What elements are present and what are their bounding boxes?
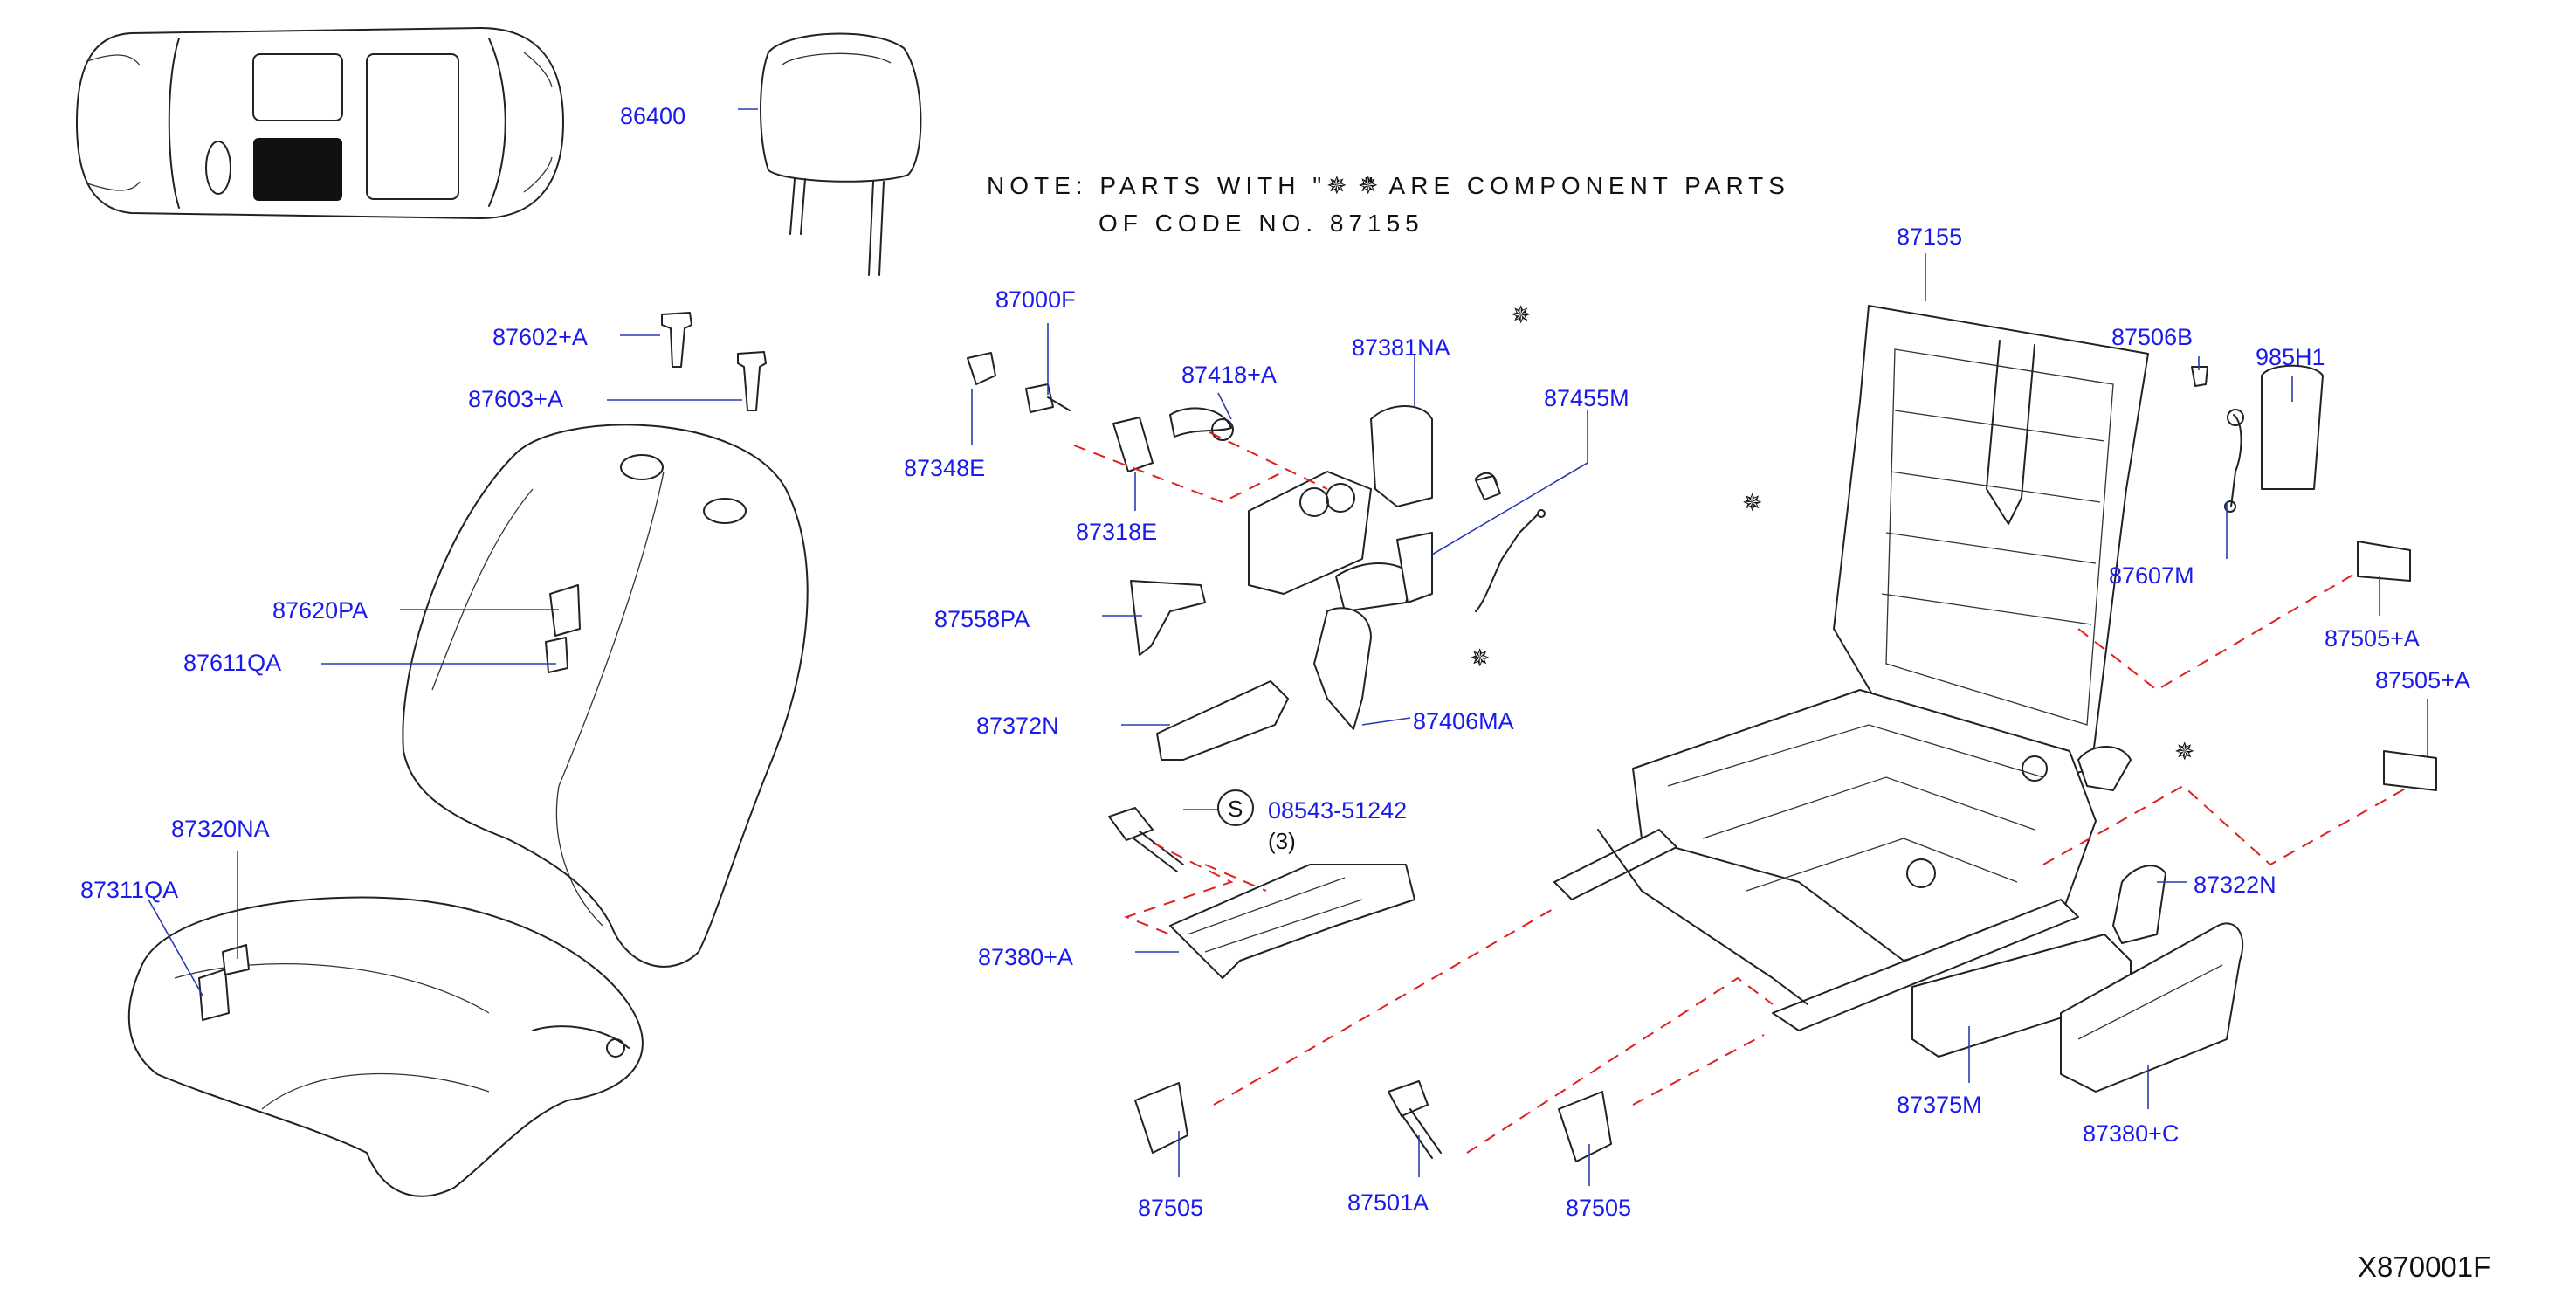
callout-86400[interactable]: 86400 bbox=[620, 103, 685, 129]
standard-part-symbol: S bbox=[1217, 789, 1254, 826]
callout-87505-left[interactable]: 87505 bbox=[1138, 1195, 1203, 1221]
callout-87311qa[interactable]: 87311QA bbox=[80, 877, 178, 903]
svg-text:✵: ✵ bbox=[1742, 489, 1762, 516]
callout-87505a-mid[interactable]: 87505+A bbox=[2375, 667, 2470, 693]
callout-87558pa[interactable]: 87558PA bbox=[934, 606, 1030, 632]
callout-87320na[interactable]: 87320NA bbox=[171, 816, 270, 842]
callout-87000f[interactable]: 87000F bbox=[995, 286, 1076, 313]
callout-87602a[interactable]: 87602+A bbox=[492, 324, 588, 350]
callout-87375m[interactable]: 87375M bbox=[1897, 1092, 1982, 1118]
callout-87418a[interactable]: 87418+A bbox=[1181, 362, 1277, 388]
callout-87505-mid[interactable]: 87505 bbox=[1566, 1195, 1631, 1221]
part-callouts: 86400 87602+A 87603+A 87620PA 87611QA 87… bbox=[80, 103, 2470, 1221]
seat-cushion-trim bbox=[127, 896, 644, 1197]
callout-87322n[interactable]: 87322N bbox=[2194, 872, 2276, 898]
callout-87155[interactable]: 87155 bbox=[1897, 224, 1962, 250]
callout-87406ma[interactable]: 87406MA bbox=[1413, 708, 1514, 734]
note-line-1: NOTE: PARTS WITH "✵ " ARE COMPONENT PART… bbox=[987, 172, 1790, 199]
component-marks: ✵ ✵ ✵ ✵ ✵ bbox=[1358, 172, 2194, 765]
svg-text:✵: ✵ bbox=[1470, 645, 1490, 672]
callout-87501a[interactable]: 87501A bbox=[1347, 1189, 1429, 1216]
side-cover-87380A bbox=[1169, 864, 1415, 979]
callout-87607m[interactable]: 87607M bbox=[2109, 562, 2194, 589]
note-line-2: OF CODE NO. 87155 bbox=[1099, 210, 1424, 237]
s-symbol-label: S bbox=[1228, 796, 1243, 822]
recliner-mechanism-parts bbox=[967, 352, 1546, 761]
callout-08543-quantity: (3) bbox=[1268, 828, 1296, 854]
leader-lines bbox=[148, 108, 2428, 1186]
svg-text:✵: ✵ bbox=[1511, 301, 1531, 328]
callout-87506b[interactable]: 87506B bbox=[2111, 324, 2193, 350]
callout-87603a[interactable]: 87603+A bbox=[468, 386, 563, 412]
svg-text:✵: ✵ bbox=[2174, 738, 2194, 765]
headrest-part bbox=[760, 32, 922, 276]
vehicle-locator-view bbox=[76, 27, 564, 219]
callout-87611qa[interactable]: 87611QA bbox=[183, 650, 281, 676]
svg-text:✵: ✵ bbox=[1358, 172, 1378, 199]
callout-87620pa[interactable]: 87620PA bbox=[272, 597, 368, 624]
callout-87318e[interactable]: 87318E bbox=[1076, 519, 1157, 545]
callout-87372n[interactable]: 87372N bbox=[976, 713, 1059, 739]
seat-back-trim bbox=[402, 424, 809, 968]
callout-08543-51242[interactable]: 08543-51242 bbox=[1268, 797, 1407, 824]
seat-location-marker bbox=[253, 138, 342, 201]
seat-frame-87155 bbox=[1553, 305, 2149, 1031]
bolts bbox=[1108, 807, 1442, 1159]
headrest-guides bbox=[661, 312, 767, 411]
callout-87505a-top[interactable]: 87505+A bbox=[2325, 625, 2420, 651]
callout-87380a[interactable]: 87380+A bbox=[978, 944, 1073, 970]
diagram-code: X870001F bbox=[2358, 1251, 2490, 1283]
right-small-parts bbox=[1134, 364, 2437, 1162]
callout-985h1[interactable]: 985H1 bbox=[2256, 344, 2325, 370]
callout-87455m[interactable]: 87455M bbox=[1544, 385, 1629, 411]
component-note: NOTE: PARTS WITH "✵ " ARE COMPONENT PART… bbox=[987, 172, 1790, 237]
callout-87381na[interactable]: 87381NA bbox=[1352, 334, 1450, 361]
callout-87380c[interactable]: 87380+C bbox=[2083, 1120, 2179, 1147]
callout-87348e[interactable]: 87348E bbox=[904, 455, 985, 481]
assembly-relation-lines bbox=[1073, 431, 2411, 1154]
